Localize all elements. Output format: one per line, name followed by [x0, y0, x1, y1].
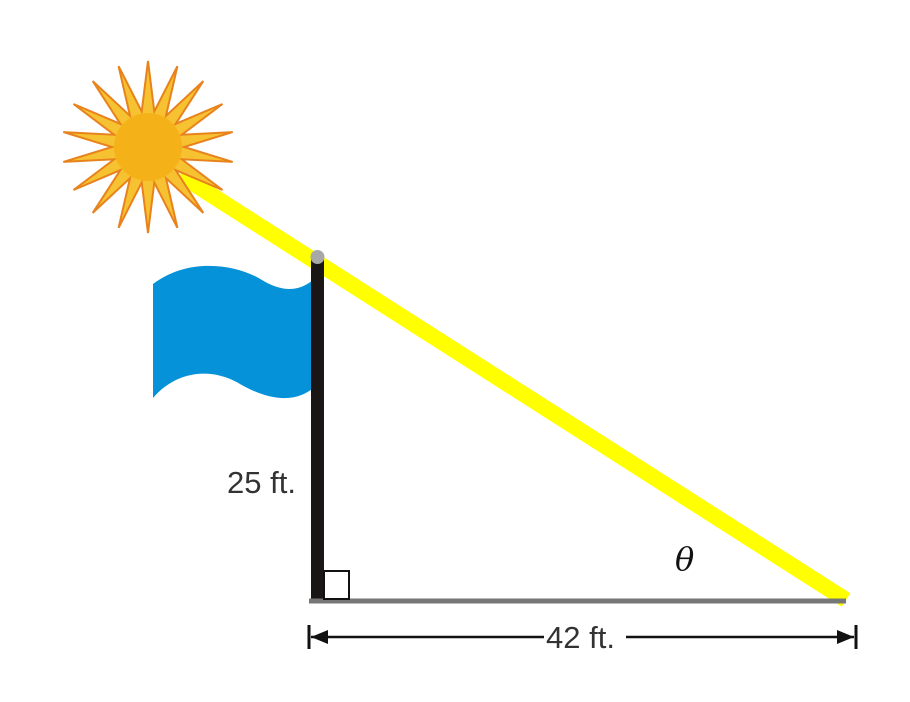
pole-cap — [310, 250, 325, 264]
height-label: 25 ft. — [227, 465, 296, 500]
angle-label: θ — [675, 540, 694, 578]
sun-ray-line — [175, 168, 851, 607]
dimension-arrow-left — [311, 630, 328, 644]
sun-icon — [63, 60, 233, 234]
dimension-arrow-right — [837, 630, 854, 644]
flag-icon — [153, 265, 317, 399]
base-label: 42 ft. — [546, 620, 615, 655]
flag-pole — [311, 258, 324, 602]
sun-core — [114, 113, 182, 181]
base-dimension — [307, 625, 858, 649]
right-angle-marker — [323, 570, 350, 600]
